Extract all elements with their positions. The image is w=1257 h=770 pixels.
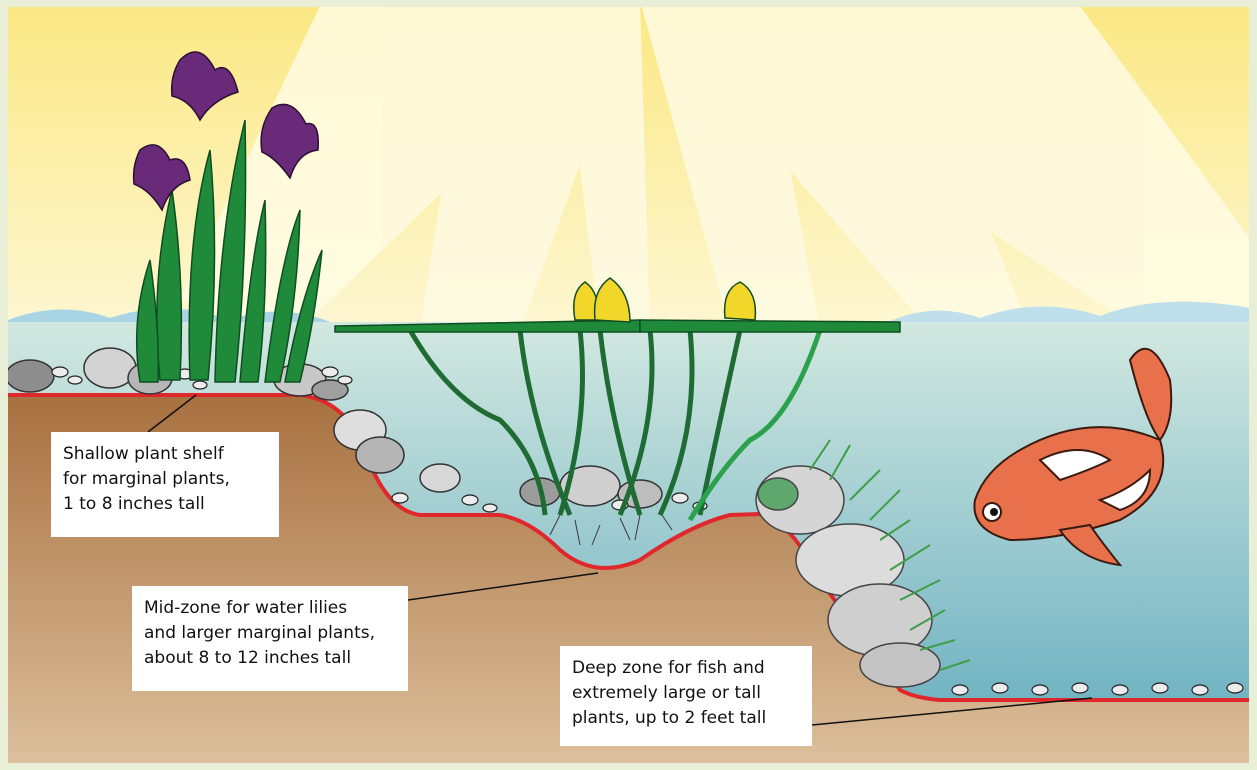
deep-line-1: Deep zone for fish and — [572, 656, 800, 681]
mid-line-3: about 8 to 12 inches tall — [144, 646, 396, 671]
mid-line-2: and larger marginal plants, — [144, 621, 396, 646]
deep-line-3: plants, up to 2 feet tall — [572, 706, 800, 731]
shallow-line-1: Shallow plant shelf — [63, 442, 267, 467]
mid-zone-label: Mid-zone for water lilies and larger mar… — [132, 586, 408, 691]
shallow-line-2: for marginal plants, — [63, 467, 267, 492]
mid-line-1: Mid-zone for water lilies — [144, 596, 396, 621]
shallow-shelf-label: Shallow plant shelf for marginal plants,… — [51, 432, 279, 537]
deep-zone-label: Deep zone for fish and extremely large o… — [560, 646, 812, 746]
shallow-line-3: 1 to 8 inches tall — [63, 492, 267, 517]
deep-line-2: extremely large or tall — [572, 681, 800, 706]
